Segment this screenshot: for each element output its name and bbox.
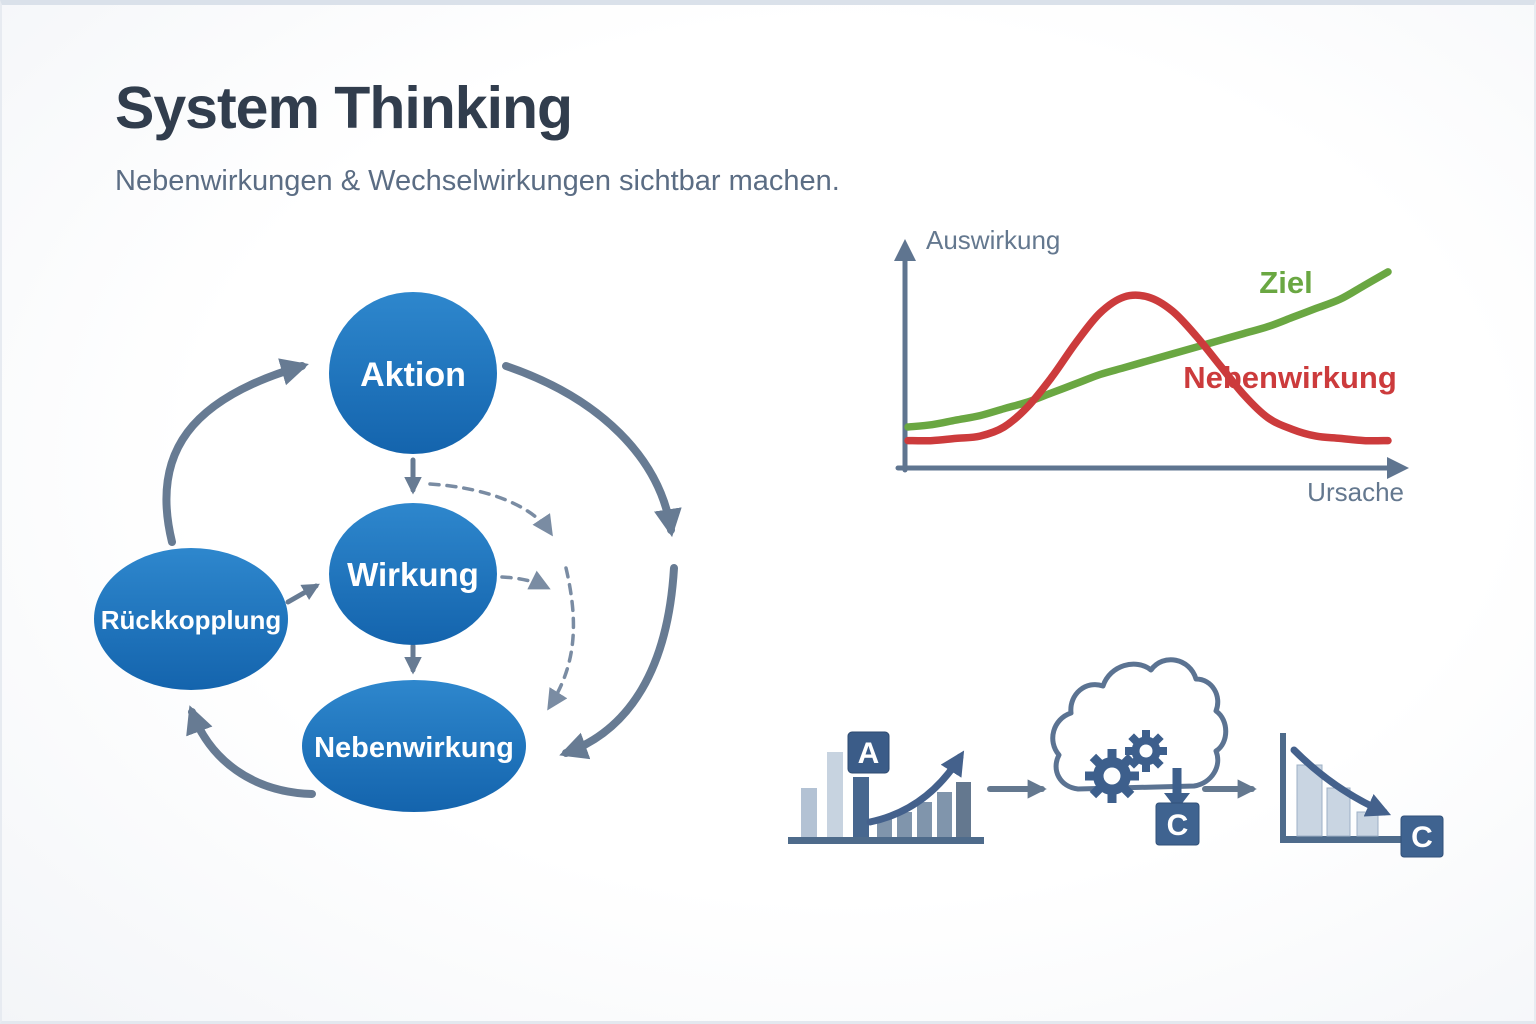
badge-a-label: A: [858, 737, 880, 770]
growth-arrow-icon: [866, 750, 965, 826]
y-axis-line: [1280, 733, 1286, 843]
page-subtitle: Nebenwirkungen & Wechselwirkungen sichtb…: [115, 164, 840, 197]
node-wirkung-shape: [329, 503, 497, 645]
node-wirkung-label: Wirkung: [347, 556, 479, 593]
arrow-aktion-outer-arc-upper: [502, 362, 682, 538]
cloud-icon: [1050, 657, 1229, 792]
header: System Thinking Nebenwirkungen & Wechsel…: [115, 76, 840, 198]
node-nebenwirkung: Nebenwirkung: [302, 680, 526, 812]
bar: [897, 812, 912, 837]
ziel-series-label: Ziel: [1259, 265, 1312, 300]
bar: [853, 777, 869, 837]
badge-c-label: C: [1167, 809, 1189, 842]
bar: [956, 782, 971, 837]
badge-c: C: [1155, 802, 1200, 846]
node-aktion: Aktion: [329, 292, 497, 454]
badge-a: A: [847, 731, 890, 774]
nebenwirkung-series-label: Nebenwirkung: [1183, 360, 1397, 395]
decline-arrow-icon: [1290, 746, 1392, 817]
node-nebenwirkung-shape: [302, 680, 526, 812]
declining-bar-chart-icon: C: [1280, 733, 1444, 858]
arrow-outer-arc-to-nebenwirkung: [559, 564, 678, 760]
node-aktion-shape: [329, 292, 497, 454]
down-arrow-icon: [1164, 768, 1190, 810]
dashed-arrow-aktion-side-effect: [428, 482, 553, 537]
arrow-rueckkopplung-to-wirkung: [285, 583, 320, 605]
bar: [917, 802, 932, 837]
node-rueckkopplung: Rückkopplung: [94, 548, 288, 690]
node-nebenwirkung-label: Nebenwirkung: [314, 732, 514, 764]
baseline: [1280, 836, 1405, 843]
badge-c-shape: [1155, 802, 1200, 846]
bar: [827, 752, 843, 837]
bar: [801, 788, 817, 837]
gear-small-icon: [1125, 730, 1167, 772]
badge-a-shape: [847, 731, 890, 774]
y-axis-label: Auswirkung: [926, 225, 1060, 255]
node-rueckkopplung-label: Rückkopplung: [101, 605, 282, 635]
page-title: System Thinking: [115, 75, 573, 141]
badge-c-shape: [1400, 815, 1444, 858]
gear-large-icon: [1085, 749, 1139, 803]
bar: [1356, 811, 1379, 837]
feedback-loop-diagram: Aktion Wirkung Rückkopplung Nebenwirkung: [94, 292, 682, 812]
badge-c: C: [1400, 815, 1444, 858]
node-aktion-label: Aktion: [360, 356, 466, 394]
process-flow: A: [788, 657, 1444, 858]
ziel-line: [904, 268, 1392, 431]
baseline: [788, 837, 984, 844]
bar: [937, 792, 952, 837]
cloud-with-gears-icon: C: [1050, 657, 1229, 846]
cause-effect-chart: Auswirkung Ursache Ziel Nebenwirkung: [893, 225, 1409, 507]
dashed-arrow-wirkung-side-effect: [500, 570, 551, 590]
node-wirkung: Wirkung: [329, 503, 497, 645]
rising-bar-chart-icon: A: [788, 731, 984, 844]
badge-c-label: C: [1411, 821, 1433, 854]
arrow-rueckkopplung-to-aktion: [162, 358, 309, 546]
dashed-arrow-to-nebenwirkung: [547, 566, 576, 711]
nebenwirkung-line: [904, 291, 1392, 445]
x-axis-label: Ursache: [1307, 477, 1404, 507]
arrow-nebenwirkung-to-rueckkopplung: [186, 705, 316, 798]
node-rueckkopplung-shape: [94, 548, 288, 690]
